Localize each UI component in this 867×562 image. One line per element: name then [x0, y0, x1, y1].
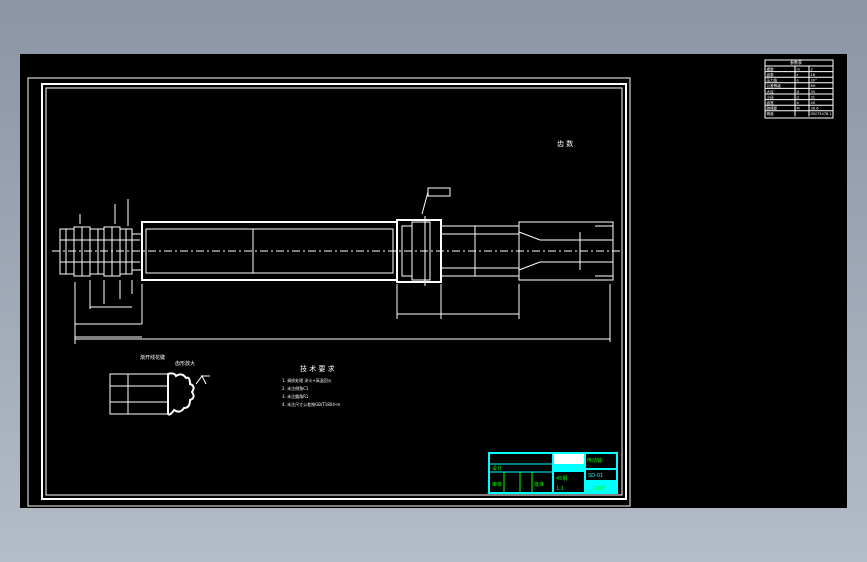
spline-teeth-profile: [167, 372, 195, 416]
parameter-table: 参数表 模数 m 2 齿数 z 16 压力角 α 30° 公差等级 6H 大径 D 35 小径 d 31 齿宽 b 4…: [764, 59, 834, 119]
notes-title: 技 术 要 求: [300, 364, 335, 373]
drawing-number: SD-01: [588, 473, 603, 479]
param-cell: b: [797, 101, 800, 105]
param-cell: α: [797, 79, 800, 83]
part-name: 传动轴: [587, 457, 602, 464]
param-cell: 31: [811, 95, 816, 99]
note-item: 1. 调质处理 淬火+高温回火: [282, 377, 332, 383]
param-cell: 跨棒距: [767, 106, 778, 111]
param-cell: 6H: [811, 84, 816, 88]
dimensions: [74, 187, 611, 344]
param-cell: 模数: [767, 66, 775, 71]
param-cell: 2: [811, 67, 813, 71]
tolerance-frame: [427, 187, 451, 197]
note-item: 4. 未注尺寸公差按GB/T1804-m: [282, 401, 340, 407]
sheet-label: 共1张: [592, 485, 605, 492]
param-cell: z: [797, 73, 799, 77]
title-block-cell: [554, 454, 584, 464]
title-block-cell: [586, 470, 616, 480]
checker-label: 审核: [492, 481, 502, 488]
material-label: 45钢: [556, 475, 567, 482]
sheet-inner-frame: [45, 87, 623, 496]
detail-label: 渐开线花键: [140, 354, 165, 361]
param-cell: 38.6: [811, 107, 820, 111]
bearing-collar: [396, 219, 442, 283]
title-block-cell: [554, 472, 584, 492]
roughness-symbol: [195, 375, 210, 385]
param-table-rows: 模数 m 2 齿数 z 16 压力角 α 30° 公差等级 6H 大径 D 35 小径 d 31 齿宽 b 40 跨棒距…: [765, 65, 833, 117]
param-cell: m: [797, 67, 801, 71]
param-cell: D: [797, 90, 800, 94]
param-cell: 公差等级: [767, 83, 782, 88]
spline-detail-view: 渐开线花键 齿形放大: [109, 354, 210, 416]
shaft-main-view: [52, 216, 620, 286]
title-block: 设计 审核 批准 传动轴 SD-01 45钢 1:1 共1张: [488, 452, 618, 494]
leader-line: [421, 191, 429, 215]
param-table-title: 参数表: [790, 59, 802, 65]
param-cell: 16: [811, 73, 816, 77]
top-label: 齿 数: [557, 139, 573, 148]
designer-label: 设计: [492, 465, 502, 472]
drawing-canvas: 齿 数: [27, 59, 834, 507]
note-item: 3. 未注圆角R1: [282, 393, 309, 399]
param-cell: 齿数: [767, 72, 775, 77]
title-block-left: [490, 454, 552, 492]
technical-requirements: 技 术 要 求 1. 调质处理 淬火+高温回火 2. 未注倒角C1 3. 未注圆…: [282, 364, 340, 407]
param-cell: GB/T3478.1: [811, 112, 832, 116]
param-cell: 30°: [811, 79, 818, 83]
param-cell: 压力角: [767, 78, 778, 83]
detail-body: [109, 373, 169, 415]
cad-viewport[interactable]: 齿 数: [20, 54, 847, 508]
approver-label: 批准: [534, 481, 544, 488]
title-block-cell: [586, 454, 616, 468]
param-cell: d: [797, 95, 799, 99]
taper-line: [518, 261, 613, 271]
detail-label: 齿形放大: [175, 360, 195, 367]
param-cell: 35: [811, 90, 816, 94]
param-cell: 齿宽: [767, 100, 775, 105]
scale-label: 1:1: [556, 486, 564, 492]
taper-line: [518, 231, 613, 241]
param-table-frame: [764, 59, 834, 119]
param-cell: 精度: [767, 111, 775, 116]
note-item: 2. 未注倒角C1: [282, 385, 309, 391]
param-cell: 40: [811, 101, 816, 105]
shaft-shoulder: [131, 233, 143, 271]
sheet-outer-border: [27, 77, 631, 507]
param-cell: M: [797, 107, 800, 111]
param-cell: 小径: [767, 94, 775, 99]
param-cell: 大径: [767, 89, 775, 94]
sheet-frame: [41, 83, 627, 500]
